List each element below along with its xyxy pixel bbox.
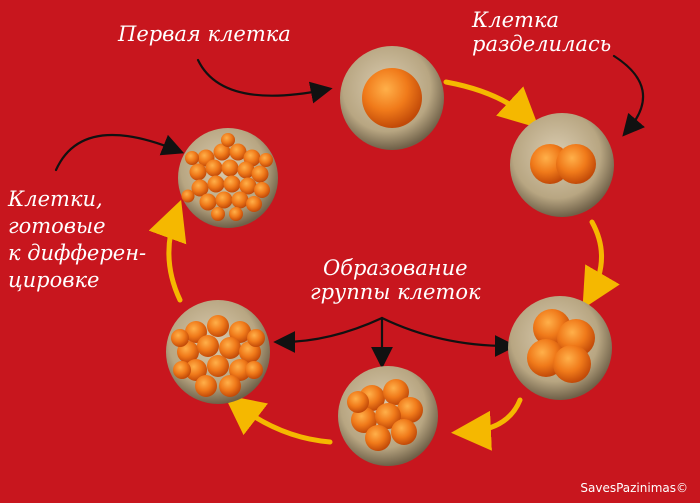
stage-one-cell bbox=[340, 46, 444, 150]
label-cell-divided: Клетка разделилась bbox=[472, 8, 611, 56]
stage-eight-cells bbox=[338, 366, 438, 466]
pointer-first-cell bbox=[196, 58, 333, 104]
stage-many-cells bbox=[178, 128, 278, 228]
pointer-group-left bbox=[273, 316, 384, 353]
label-ready-cells-line-1: Клетки, bbox=[8, 187, 103, 211]
cycle-arrows bbox=[148, 79, 620, 451]
label-ready-cells-line-3: к дифферен- bbox=[8, 241, 147, 265]
label-first-cell: Первая клетка bbox=[118, 22, 291, 46]
pointer-group-right bbox=[380, 316, 517, 357]
label-ready-cells-line-4: цировке bbox=[8, 268, 100, 292]
label-ready-cells: Клетки, готовые к дифферен- цировке bbox=[8, 186, 146, 294]
label-ready-cells-line-2: готовые bbox=[8, 214, 106, 238]
cycle-arrow-3-to-4 bbox=[451, 397, 523, 451]
cycle-arrow-1-to-2 bbox=[443, 79, 539, 129]
label-cell-divided-line-2: разделилась bbox=[472, 32, 612, 56]
pointer-ready-cells bbox=[54, 133, 185, 172]
label-group-formation: Образование группы клеток bbox=[310, 256, 481, 304]
cycle-arrow-2-to-3 bbox=[582, 219, 620, 309]
pointer-cell-divided bbox=[612, 54, 645, 137]
cycle-arrow-4-to-5 bbox=[224, 394, 333, 445]
label-cell-divided-line-1: Клетка bbox=[472, 8, 560, 32]
watermark: SavesPazinimas© bbox=[580, 481, 688, 495]
stage-sixteen-cells bbox=[166, 300, 270, 404]
pointer-arrows bbox=[54, 54, 645, 369]
stage-four-cells bbox=[508, 296, 612, 400]
label-group-formation-line-2: группы клеток bbox=[310, 280, 481, 304]
label-group-formation-line-1: Образование bbox=[322, 256, 468, 280]
stage-two-cells bbox=[510, 113, 614, 217]
cycle-arrow-5-to-6 bbox=[148, 199, 187, 303]
